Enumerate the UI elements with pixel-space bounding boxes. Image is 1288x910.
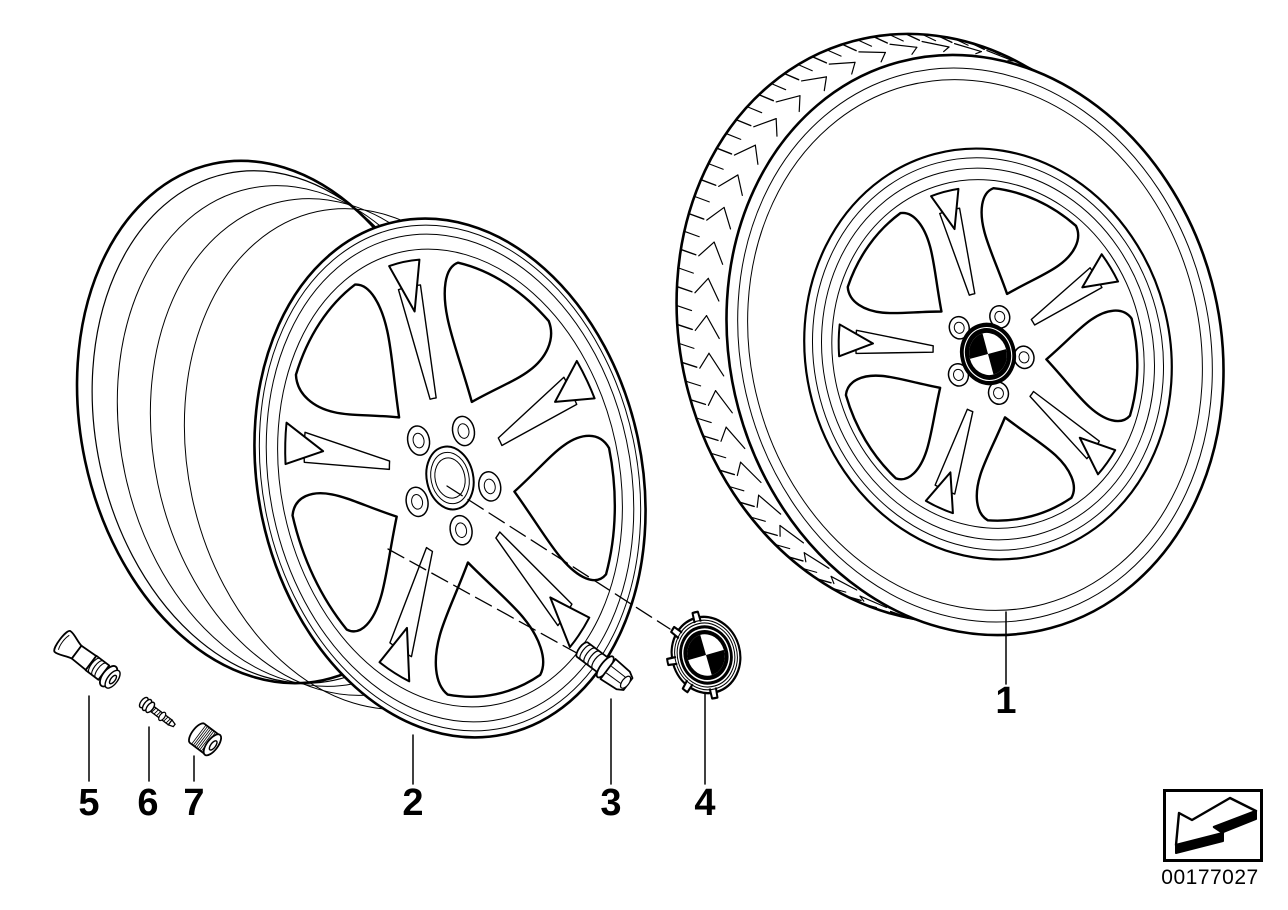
callout-leader-lines [88,611,1007,785]
valve-core-drawing [138,696,176,728]
valve-stem-drawing [53,630,121,689]
callout-6[interactable]: 6 [137,782,159,824]
wheel-with-tire-drawing [675,32,1225,637]
arrow-down-left-3d-icon [1174,796,1258,854]
hub-cap-drawing [666,610,742,700]
wheel-bolt-drawing [575,641,634,691]
callout-2[interactable]: 2 [402,782,424,824]
callout-4[interactable]: 4 [694,782,716,824]
callout-3[interactable]: 3 [600,782,622,824]
direction-stamp-box [1163,789,1263,862]
callout-5[interactable]: 5 [78,782,100,824]
valve-cap-drawing [188,722,223,757]
callout-7[interactable]: 7 [183,782,205,824]
alloy-rim-drawing [75,159,647,739]
diagram-part-number: 00177027 [1161,866,1259,889]
hub-leader-lines [387,485,671,658]
callout-1[interactable]: 1 [995,680,1017,722]
